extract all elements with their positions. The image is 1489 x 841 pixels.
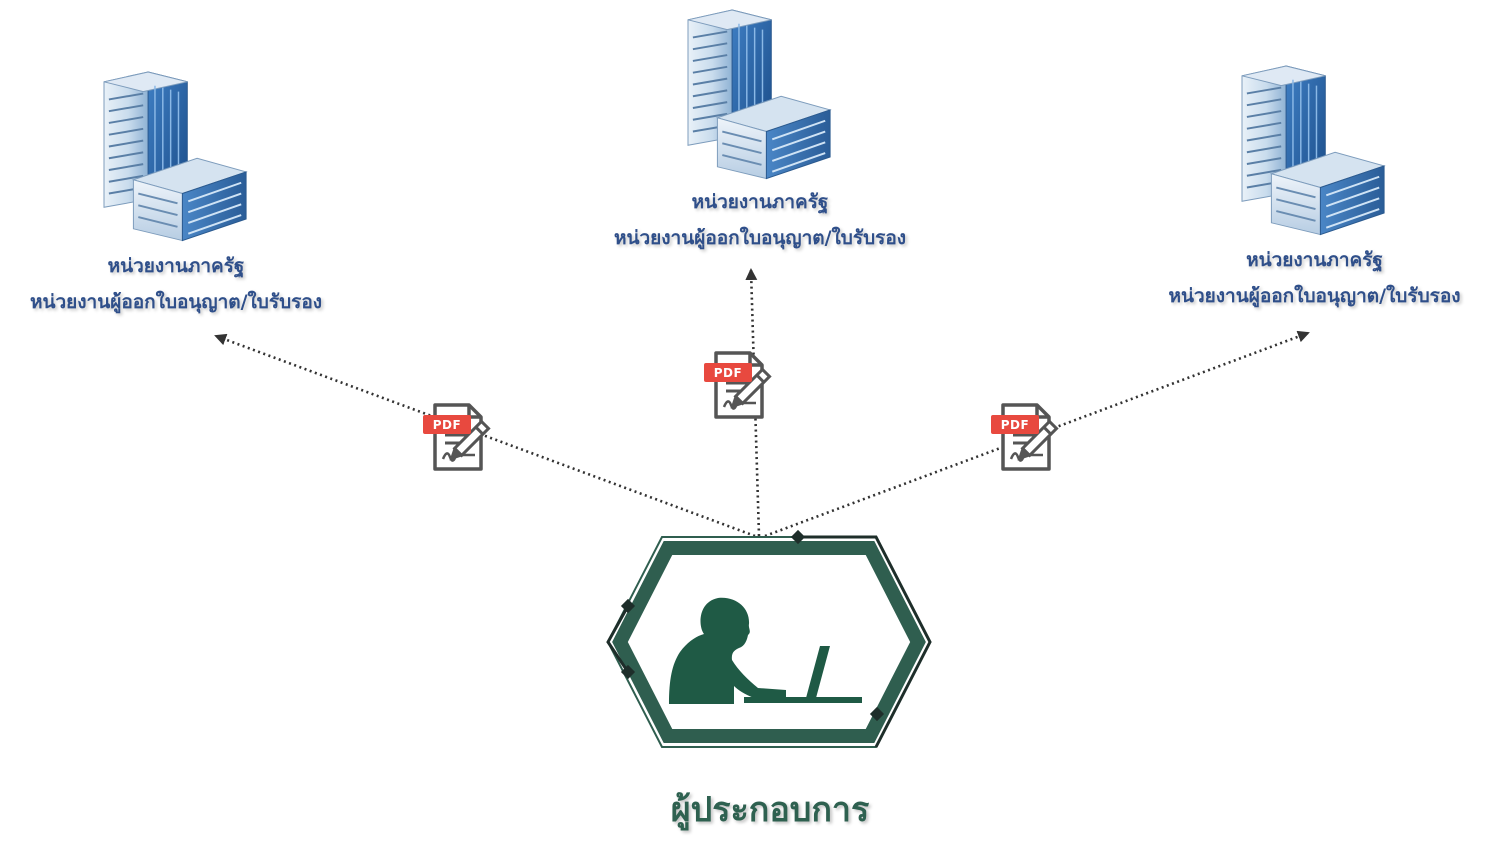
- arrow-to-left-agency: [214, 333, 756, 538]
- signed-pdf-document-icon: PDF: [702, 351, 772, 419]
- agency-label-left: หน่วยงานภาครัฐ หน่วยงานผู้ออกใบอนุญาต/ใบ…: [0, 248, 352, 320]
- agency-role-text: หน่วยงานผู้ออกใบอนุญาต/ใบรับรอง: [613, 227, 907, 249]
- pdf-tag-label: PDF: [1001, 418, 1029, 432]
- actor-label: ผู้ประกอบการ: [670, 790, 870, 830]
- signed-pdf-document-icon: PDF: [989, 403, 1059, 471]
- agency-type-text: หน่วยงานภาครัฐ: [1246, 249, 1383, 271]
- agency-role-text: หน่วยงานผู้ออกใบอนุญาต/ใบรับรอง: [1168, 285, 1461, 307]
- actor-hexagon-frame: [606, 529, 932, 748]
- agency-label-center: หน่วยงานภาครัฐ หน่วยงานผู้ออกใบอนุญาต/ใบ…: [580, 184, 940, 256]
- pdf-tag-label: PDF: [714, 366, 742, 380]
- agency-label-right: หน่วยงานภาครัฐ หน่วยงานผู้ออกใบอนุญาต/ใบ…: [1140, 242, 1489, 314]
- office-building-icon: [103, 71, 248, 242]
- signed-pdf-document-icon: PDF: [421, 403, 491, 471]
- person-at-laptop-icon: [669, 597, 862, 704]
- office-building-icon: [1241, 65, 1386, 236]
- pdf-tag-label: PDF: [433, 418, 461, 432]
- office-building-icon: [687, 9, 832, 180]
- agency-type-text: หน่วยงานภาครัฐ: [107, 255, 245, 277]
- agency-role-text: หน่วยงานผู้ออกใบอนุญาต/ใบรับรอง: [29, 291, 323, 313]
- agency-type-text: หน่วยงานภาครัฐ: [691, 191, 829, 213]
